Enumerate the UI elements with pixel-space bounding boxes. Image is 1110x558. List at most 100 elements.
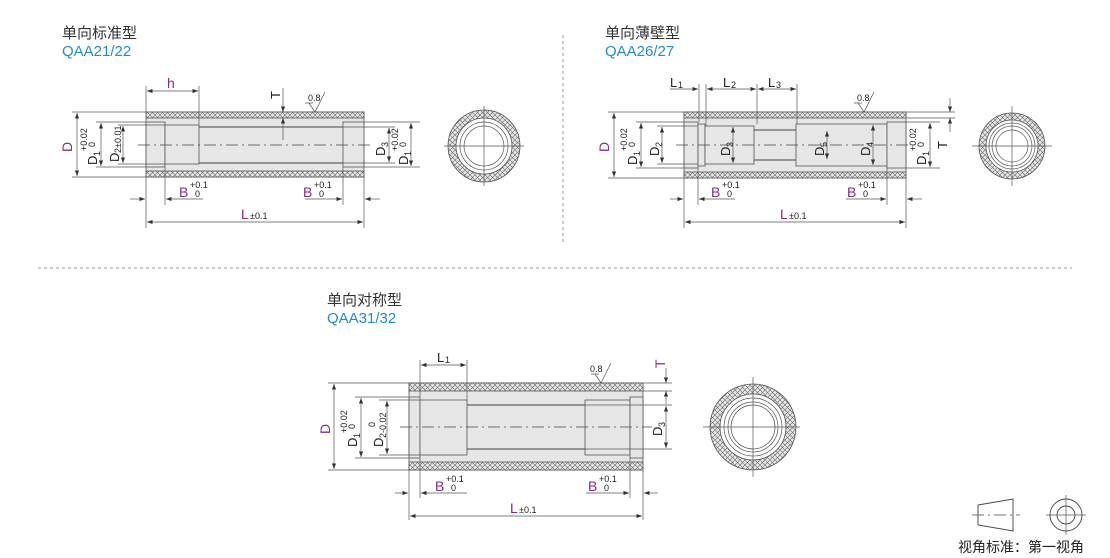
- svg-text:1: 1: [445, 355, 450, 365]
- label-roughness-2: 0.8: [857, 93, 870, 103]
- svg-text:+0.1: +0.1: [858, 180, 876, 190]
- svg-text:+0.1: +0.1: [446, 474, 464, 484]
- svg-text:-0.02: -0.02: [378, 412, 388, 433]
- label-D3-2: D3: [718, 142, 735, 156]
- panel1-model: QAA21/22: [62, 43, 132, 60]
- label-B-right: B+0.10: [303, 180, 332, 200]
- svg-text:2: 2: [654, 142, 664, 147]
- svg-text:B: B: [303, 184, 312, 200]
- label-L: L±0.1: [241, 206, 267, 222]
- label-D-3: D: [317, 424, 333, 434]
- label-D1-left-2: D1 +0.020: [619, 128, 642, 165]
- svg-text:0: 0: [727, 189, 732, 199]
- svg-text:0: 0: [367, 422, 377, 427]
- panel1-side-view: [72, 86, 420, 228]
- svg-text:L: L: [241, 206, 249, 222]
- svg-text:±0.01: ±0.01: [113, 126, 123, 148]
- svg-text:L: L: [437, 350, 444, 365]
- svg-text:3: 3: [776, 80, 781, 90]
- svg-text:3: 3: [657, 422, 667, 427]
- svg-text:0: 0: [863, 189, 868, 199]
- svg-text:1: 1: [352, 433, 362, 438]
- label-D5: D5: [812, 142, 829, 156]
- svg-text:+0.02: +0.02: [339, 410, 349, 433]
- panel2-model: QAA26/27: [605, 43, 675, 60]
- panel3-end-view: [703, 377, 800, 477]
- label-D-2: D: [596, 142, 612, 152]
- label-D2-3: D2 -0.020: [367, 412, 388, 447]
- svg-text:0: 0: [627, 142, 637, 147]
- first-angle-projection-icon: [972, 495, 1086, 535]
- panel2-end-view: [972, 106, 1052, 186]
- svg-text:1: 1: [92, 151, 102, 156]
- svg-text:+0.02: +0.02: [79, 128, 89, 151]
- label-T-3: T: [652, 359, 668, 368]
- svg-text:2: 2: [378, 433, 388, 438]
- panel3-side-view: [328, 360, 672, 520]
- svg-text:D: D: [718, 147, 733, 156]
- label-D4: D4: [858, 142, 875, 156]
- svg-text:B: B: [847, 184, 856, 200]
- label-D2: D2±0.01: [107, 126, 123, 162]
- label-D1-3: D1 +0.020: [339, 410, 362, 447]
- label-D3-3: D3: [650, 422, 667, 436]
- svg-text:2: 2: [731, 80, 736, 90]
- svg-text:D: D: [625, 156, 640, 165]
- svg-text:0: 0: [319, 189, 324, 199]
- label-B-right-2: B+0.10: [847, 180, 876, 200]
- label-T: T: [268, 91, 283, 99]
- label-h: h: [167, 75, 175, 91]
- projection-standard-label: 视角标准：第一视角: [958, 540, 1084, 556]
- label-D2-2: D2: [647, 142, 664, 156]
- svg-text:D: D: [371, 438, 386, 447]
- label-T-2: T: [935, 141, 950, 149]
- label-L-3: L±0.1: [510, 500, 536, 516]
- svg-text:+0.02: +0.02: [908, 128, 918, 151]
- svg-text:0: 0: [398, 142, 408, 147]
- panel2-title: 单向薄壁型: [605, 24, 681, 42]
- label-B-right-3: B+0.10: [588, 474, 617, 494]
- svg-text:D: D: [914, 156, 929, 165]
- svg-text:5: 5: [819, 142, 829, 147]
- svg-text:+0.1: +0.1: [722, 180, 740, 190]
- label-roughness: 0.8: [308, 93, 321, 103]
- svg-text:D: D: [858, 147, 873, 156]
- svg-text:1: 1: [403, 151, 413, 156]
- label-L-2: L±0.1: [780, 206, 806, 222]
- svg-text:D: D: [85, 156, 100, 165]
- panel1-end-view: [444, 106, 524, 186]
- svg-text:D: D: [650, 427, 665, 436]
- label-B-left-3: B+0.10: [435, 474, 464, 494]
- svg-text:3: 3: [725, 142, 735, 147]
- svg-text:0: 0: [604, 483, 609, 493]
- label-D3: D3: [373, 142, 390, 156]
- label-roughness-3: 0.8: [590, 364, 603, 374]
- label-B-left: B+0.10: [179, 180, 208, 200]
- svg-text:±0.1: ±0.1: [250, 211, 267, 221]
- svg-text:+0.1: +0.1: [599, 474, 617, 484]
- svg-text:2: 2: [113, 148, 123, 153]
- label-D1-right-2: D1 +0.020: [908, 128, 931, 165]
- svg-text:B: B: [435, 478, 444, 494]
- svg-text:L: L: [723, 75, 730, 90]
- svg-text:B: B: [179, 184, 188, 200]
- svg-text:±0.1: ±0.1: [789, 211, 806, 221]
- svg-text:L: L: [510, 500, 518, 516]
- svg-text:1: 1: [632, 151, 642, 156]
- svg-text:±0.1: ±0.1: [519, 505, 536, 515]
- svg-text:4: 4: [865, 142, 875, 147]
- panel3-title: 单向对称型: [327, 291, 403, 309]
- panel3-model: QAA31/32: [327, 310, 397, 327]
- svg-text:L: L: [780, 206, 788, 222]
- svg-text:D: D: [373, 147, 388, 156]
- svg-text:L: L: [670, 75, 677, 90]
- svg-text:0: 0: [87, 142, 97, 147]
- svg-text:D: D: [345, 438, 360, 447]
- label-B-left-2: B+0.10: [711, 180, 740, 200]
- svg-text:L: L: [768, 75, 775, 90]
- svg-text:B: B: [588, 478, 597, 494]
- panel1-title: 单向标准型: [62, 24, 138, 42]
- svg-text:+0.02: +0.02: [390, 128, 400, 151]
